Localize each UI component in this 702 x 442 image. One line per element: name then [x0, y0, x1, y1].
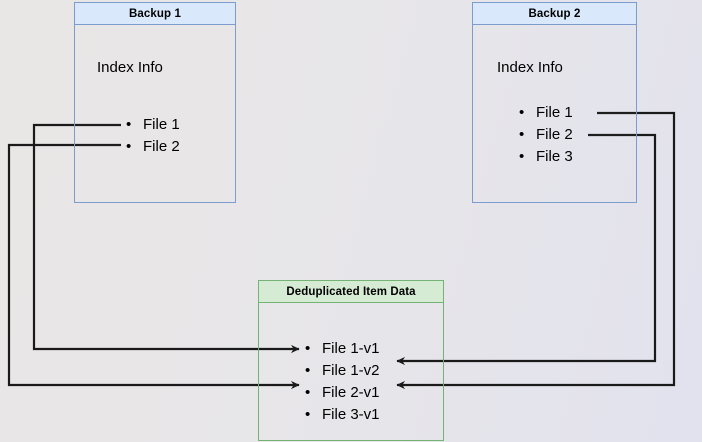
dedup-item: File 3-v1 — [305, 404, 380, 426]
backup-1-file-list: File 1 File 2 — [126, 114, 180, 158]
dedup-item: File 1-v2 — [305, 360, 380, 382]
backup-1-index-info-label: Index Info — [97, 59, 163, 76]
dedup-item: File 1-v1 — [305, 338, 380, 360]
backup-2-file-item: File 1 — [519, 102, 573, 124]
backup-2-file-list: File 1 File 2 File 3 — [519, 102, 573, 168]
backup-2-index-info-label: Index Info — [497, 59, 563, 76]
backup-2-file-item: File 3 — [519, 146, 573, 168]
backup-2-file-item: File 2 — [519, 124, 573, 146]
deduplicated-item-data-box: Deduplicated Item Data — [258, 280, 444, 441]
backup-1-file-item: File 1 — [126, 114, 180, 136]
backup-1-title: Backup 1 — [75, 3, 235, 25]
backup-2-title: Backup 2 — [473, 3, 636, 25]
dedup-item-list: File 1-v1 File 1-v2 File 2-v1 File 3-v1 — [305, 338, 380, 426]
dedup-item: File 2-v1 — [305, 382, 380, 404]
backup-1-box: Backup 1 — [74, 2, 236, 203]
backup-2-box: Backup 2 — [472, 2, 637, 203]
deduplicated-item-data-title: Deduplicated Item Data — [259, 281, 443, 303]
backup-1-file-item: File 2 — [126, 136, 180, 158]
